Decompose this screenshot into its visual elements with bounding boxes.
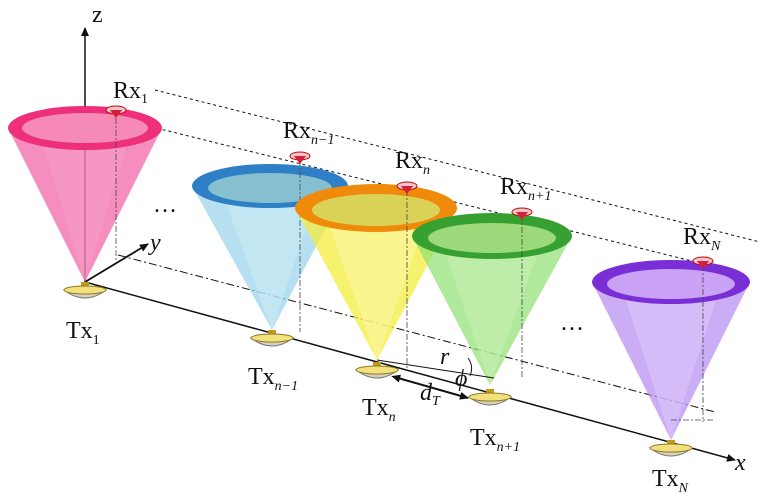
y-axis-label: y xyxy=(148,230,161,256)
receiver-icons xyxy=(105,105,714,269)
ellipsis-right: … xyxy=(560,310,584,336)
tx-n-minus-1-icon xyxy=(249,330,295,347)
cone-n-plus-1 xyxy=(412,213,572,385)
transmitter-icons xyxy=(62,282,694,457)
rx-n-plus-1-label: Rxn+1 xyxy=(500,174,551,204)
base-plane-line xyxy=(117,254,716,413)
tx-1-icon xyxy=(62,282,108,299)
tx-N-icon xyxy=(648,440,694,457)
rx-n-minus-1-icon xyxy=(289,151,311,164)
z-axis-label: z xyxy=(92,2,103,28)
cone-N xyxy=(592,260,750,440)
tx-n-plus-1-label: Txn+1 xyxy=(470,425,520,455)
rx-n-icon xyxy=(396,181,418,194)
tx-1-label: Tx1 xyxy=(66,318,100,348)
y-axis xyxy=(84,243,149,283)
ellipsis-left: … xyxy=(153,192,177,218)
rx-n-label: Rxn xyxy=(395,148,430,178)
cone-1 xyxy=(8,106,162,282)
distance-arrow xyxy=(391,374,469,400)
rx-N-label: RxN xyxy=(683,224,721,254)
x-axis-label: x xyxy=(734,450,746,476)
rx-N-icon xyxy=(692,256,714,269)
rx-1-label: Rx1 xyxy=(113,78,148,107)
rx-1-icon xyxy=(105,105,127,118)
x-axis xyxy=(84,281,736,462)
angle-label: ϕ xyxy=(455,366,467,392)
rx-plane-back-line xyxy=(154,89,761,243)
tx-N-label: TxN xyxy=(652,466,689,496)
geometry-annotation xyxy=(376,357,495,400)
tx-n-label: Txn xyxy=(362,395,396,425)
tx-n-minus-1-label: Txn−1 xyxy=(248,364,298,394)
rx-n-minus-1-label: Rxn−1 xyxy=(283,118,334,148)
tx-n-icon xyxy=(354,362,400,379)
rx-n-plus-1-icon xyxy=(511,207,533,220)
distance-label: dT xyxy=(420,380,441,409)
tx-n-plus-1-icon xyxy=(467,389,513,406)
radius-label: r xyxy=(440,344,450,370)
